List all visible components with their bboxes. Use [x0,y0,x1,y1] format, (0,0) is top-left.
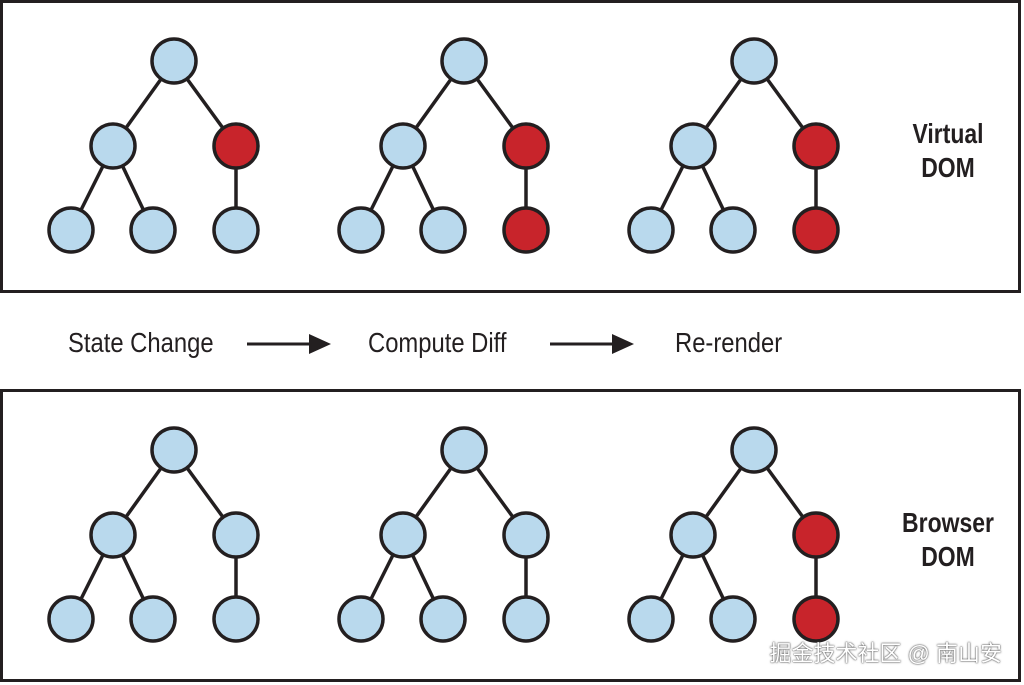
tree-node-rc [502,595,550,643]
tree-node-lr [709,595,757,643]
browser-dom-label-line1: Browser [902,507,994,538]
tree-node-ll [337,206,385,254]
step-compute-diff: Compute Diff [368,327,507,358]
browser-tree-1 [47,426,260,643]
tree-node-left [669,511,717,559]
watermark: 掘金技术社区 @ 南山安 [769,641,1002,666]
tree-node-ll [47,206,95,254]
tree-node-lr [709,206,757,254]
tree-node-left [379,122,427,170]
virtual-dom-label-line2: DOM [921,152,975,183]
tree-node-right-changed [502,122,550,170]
tree-node-rc-changed [792,206,840,254]
tree-node-right-changed [212,122,260,170]
virtual-dom-label: Virtual DOM [895,117,1002,185]
tree-node-root [150,37,198,85]
browser-dom-label-line2: DOM [921,541,975,572]
tree-node-left [669,122,717,170]
browser-tree-3 [627,426,840,643]
virtual-dom-label-line1: Virtual [912,118,984,149]
virtual-tree-1 [47,37,260,254]
tree-node-left [89,122,137,170]
tree-node-root [440,426,488,474]
step-state-change: State Change [68,327,214,358]
tree-node-rc [212,206,260,254]
virtual-dom-panel: Virtual DOM [0,0,1021,293]
tree-node-ll [627,206,675,254]
browser-dom-panel: Browser DOM [0,389,1021,682]
tree-node-ll [47,595,95,643]
tree-node-lr [419,206,467,254]
browser-tree-2 [337,426,550,643]
tree-node-rc-changed [792,595,840,643]
arrow-right-icon [247,334,331,354]
tree-node-left [89,511,137,559]
step-re-render: Re-render [675,327,783,358]
tree-node-right-changed [792,511,840,559]
browser-dom-label: Browser DOM [895,506,1002,574]
arrow-right-icon [550,334,634,354]
browser-dom-trees [47,426,840,643]
tree-node-lr [419,595,467,643]
tree-node-rc-changed [502,206,550,254]
tree-node-rc [212,595,260,643]
tree-node-right [212,511,260,559]
virtual-tree-3 [627,37,840,254]
tree-node-right-changed [792,122,840,170]
tree-node-ll [627,595,675,643]
tree-node-root [440,37,488,85]
virtual-dom-trees [47,37,840,254]
tree-node-lr [129,206,177,254]
tree-node-lr [129,595,177,643]
tree-node-left [379,511,427,559]
virtual-tree-2 [337,37,550,254]
tree-node-root [730,426,778,474]
tree-node-root [730,37,778,85]
tree-node-root [150,426,198,474]
tree-node-right [502,511,550,559]
tree-node-ll [337,595,385,643]
